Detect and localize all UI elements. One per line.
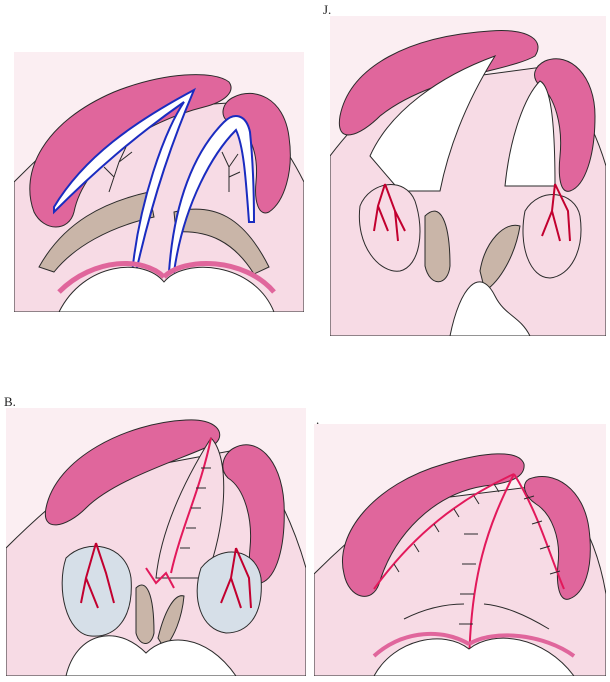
panel-b-illustration — [330, 16, 606, 336]
diagram-panel-c — [6, 408, 306, 676]
panel-a-illustration — [14, 52, 304, 312]
diagram-panel-d — [314, 424, 606, 676]
panel-d-illustration — [314, 424, 606, 676]
diagram-panel-b — [330, 16, 606, 336]
panel-c-illustration — [6, 408, 306, 676]
diagram-panel-a — [14, 52, 304, 312]
